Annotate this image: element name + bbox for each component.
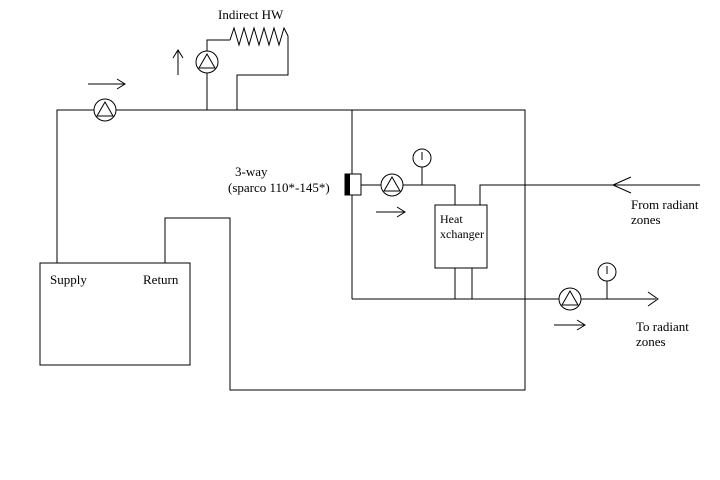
indirect-hw-label: Indirect HW <box>218 7 284 22</box>
pipe-boiler-loop <box>56 109 526 391</box>
pipes-group <box>56 26 700 391</box>
from-radiant-label-line1: From radiant <box>631 197 699 212</box>
radiant-gauge-icon <box>597 262 617 299</box>
flow-arrow-from-radiant-icon <box>611 176 632 194</box>
flow-arrow-indirect-icon <box>172 49 184 75</box>
from-radiant-label-line2: zones <box>631 212 661 227</box>
boiler-pump-icon <box>93 98 117 122</box>
flow-arrow-boiler-icon <box>88 78 126 90</box>
pipe-from-radiant <box>479 184 700 205</box>
indirect-coil-icon <box>229 26 289 47</box>
three-way-valve-icon <box>344 173 362 196</box>
flow-arrow-radiant-supply-icon <box>554 319 586 331</box>
three-way-label-line1: 3-way <box>235 164 268 179</box>
heat-exchanger-label-line2: xchanger <box>440 227 484 241</box>
three-way-label-line2: (sparco 110*-145*) <box>228 180 330 195</box>
pipe-indirect-return <box>236 36 289 110</box>
to-radiant-label-line1: To radiant <box>636 319 689 334</box>
primary-gauge-icon <box>412 148 432 185</box>
boiler-supply-label: Supply <box>50 272 87 287</box>
heat-exchanger-label-line1: Heat <box>440 212 463 226</box>
primary-pump-icon <box>380 173 404 197</box>
heat-exchanger-box <box>434 204 488 269</box>
boiler-box <box>39 262 191 366</box>
pipe-indirect-supply <box>206 39 230 110</box>
pipe-valve-to-exchanger <box>361 184 456 205</box>
radiant-pump-icon <box>558 287 582 311</box>
flow-arrow-to-radiant-icon <box>647 291 659 307</box>
boiler-return-label: Return <box>143 272 179 287</box>
indirect-pump-icon <box>195 50 219 74</box>
to-radiant-label-line2: zones <box>636 334 666 349</box>
flow-arrow-primary-icon <box>376 206 406 218</box>
